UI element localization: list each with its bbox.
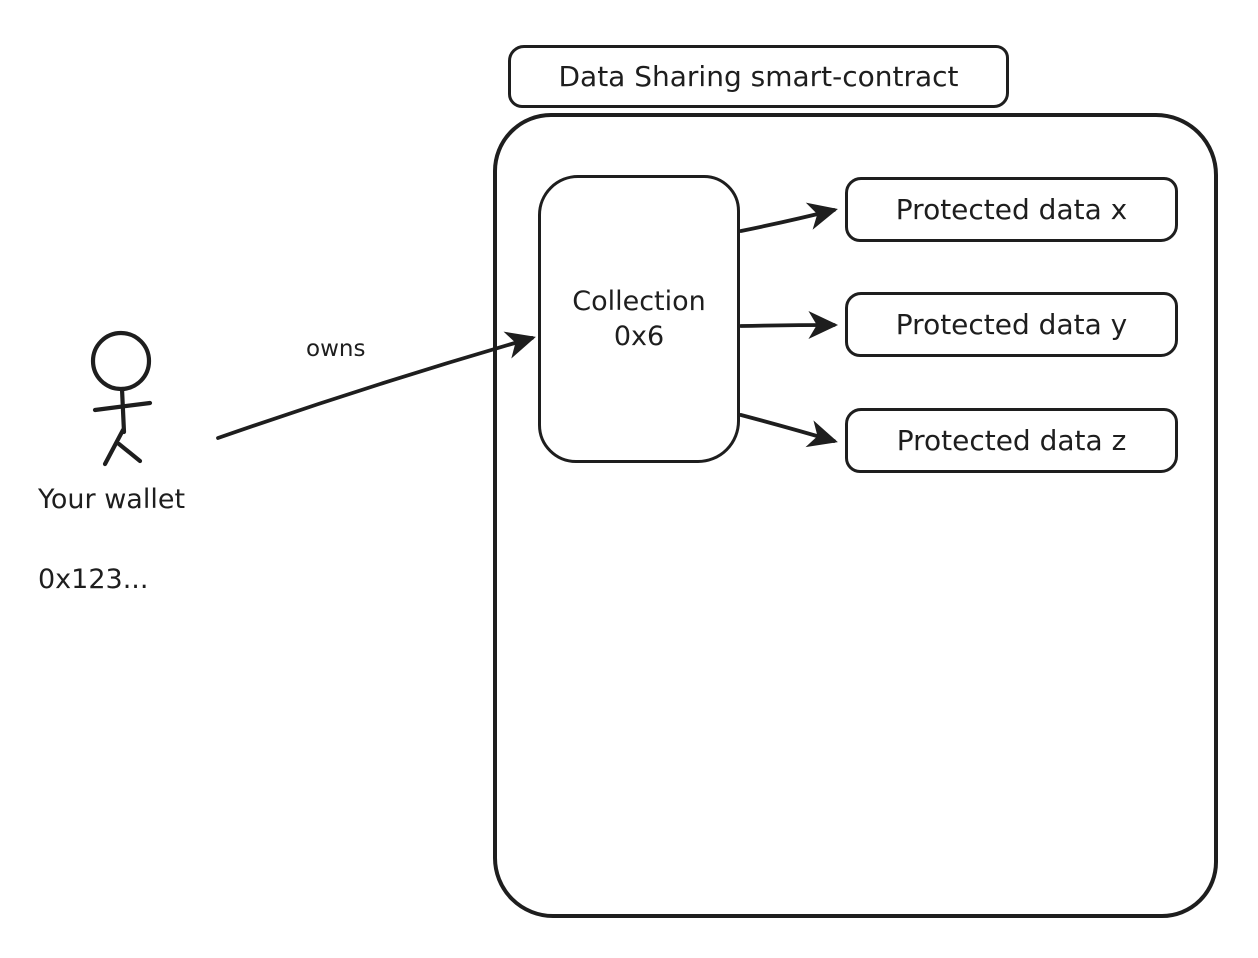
collection-box: Collection 0x6 <box>538 175 740 463</box>
wallet-label: Your wallet 0x123... <box>38 480 185 600</box>
stick-figure-right-leg <box>116 441 143 464</box>
wallet-label-line1: Your wallet <box>38 484 186 515</box>
stick-figure-body <box>119 386 127 435</box>
protected-data-label: Protected data x <box>895 193 1128 226</box>
protected-data-label: Protected data y <box>895 308 1128 341</box>
wallet-label-line2: 0x123... <box>38 564 149 595</box>
smart-contract-title-box: Data Sharing smart-contract <box>508 45 1009 108</box>
protected-data-label: Protected data z <box>896 424 1127 457</box>
protected-data-box-y: Protected data y <box>845 292 1178 357</box>
stick-figure-arms <box>92 400 153 413</box>
protected-data-box-x: Protected data x <box>845 177 1178 242</box>
stick-figure-head <box>90 330 152 392</box>
owns-arrow-label: owns <box>306 336 366 362</box>
smart-contract-container <box>493 113 1218 918</box>
owns-arrow <box>216 331 536 440</box>
collection-label-line1: Collection <box>572 286 706 317</box>
stick-figure-icon <box>90 330 153 467</box>
smart-contract-title-label: Data Sharing smart-contract <box>558 60 959 93</box>
protected-data-box-z: Protected data z <box>845 408 1178 473</box>
collection-label-line2: 0x6 <box>613 321 665 352</box>
stick-figure-left-leg <box>102 427 126 467</box>
